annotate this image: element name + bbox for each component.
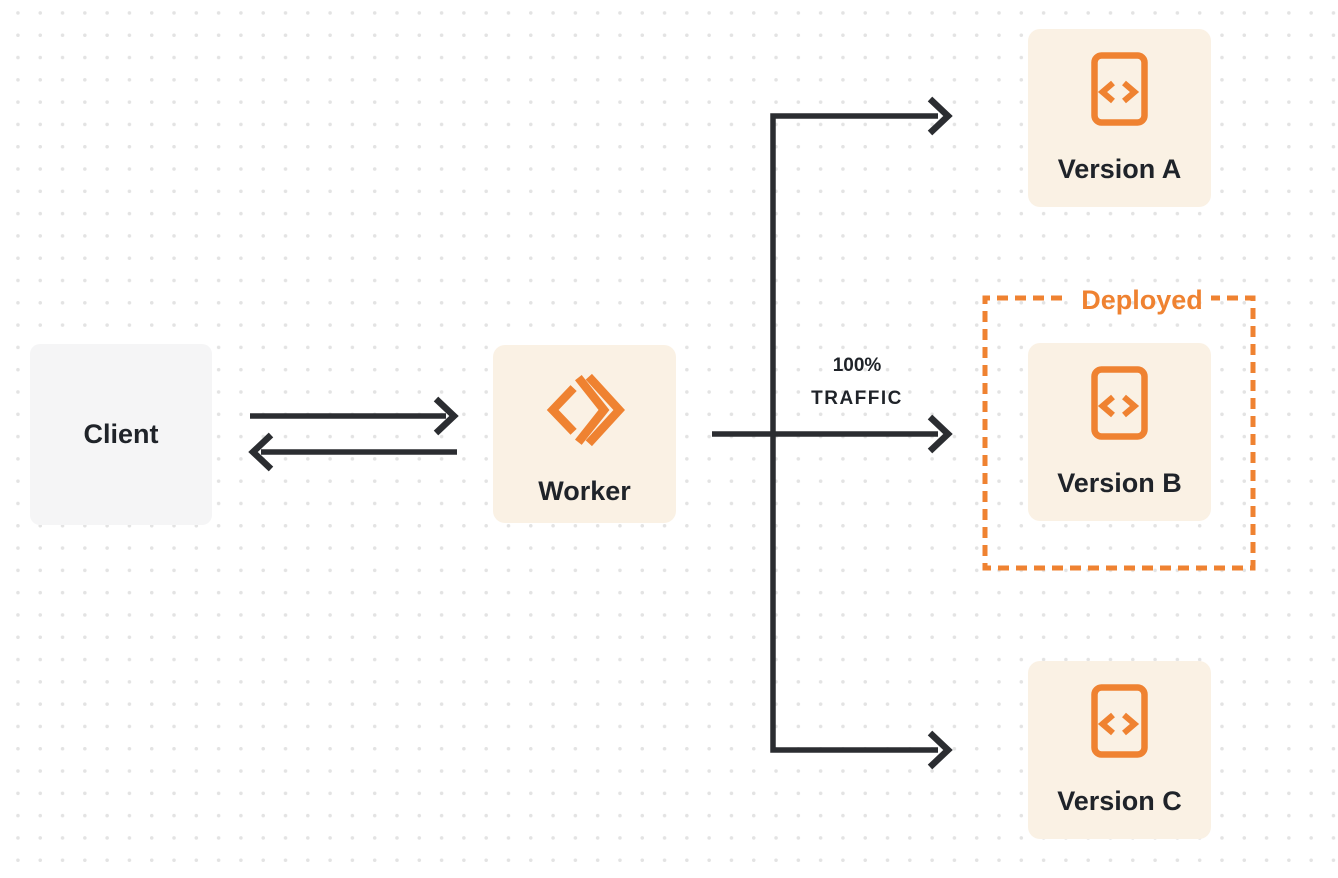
traffic-percent-label: 100% — [832, 355, 882, 376]
arrowhead-left-icon — [248, 432, 274, 472]
version-b-node: Version B — [1028, 343, 1211, 521]
code-file-icon — [1091, 684, 1148, 758]
code-file-icon — [1091, 52, 1148, 126]
branch-line — [770, 113, 938, 753]
deployed-label: Deployed — [1081, 285, 1203, 315]
arrowhead-right-icon — [927, 414, 953, 454]
arrowhead-right-icon — [433, 396, 459, 436]
traffic-word-label: TRAFFIC — [811, 388, 903, 409]
traffic-annotation: 100% TRAFFIC — [811, 349, 903, 415]
cloudflare-workers-logo-icon — [546, 373, 625, 447]
client-label: Client — [83, 419, 159, 449]
deployed-dashed-border — [982, 295, 1256, 571]
worker-label: Worker — [538, 476, 631, 506]
code-file-icon — [1091, 366, 1148, 440]
version-c-node: Version C — [1028, 661, 1211, 839]
version-a-label: Version A — [1057, 154, 1182, 184]
version-a-node: Version A — [1028, 29, 1211, 207]
version-b-label: Version B — [1057, 468, 1182, 498]
arrowhead-right-icon — [927, 96, 953, 136]
client-node: Client — [30, 344, 212, 525]
worker-node: Worker — [493, 345, 676, 523]
version-c-label: Version C — [1057, 786, 1182, 816]
arrowhead-right-icon — [927, 730, 953, 770]
